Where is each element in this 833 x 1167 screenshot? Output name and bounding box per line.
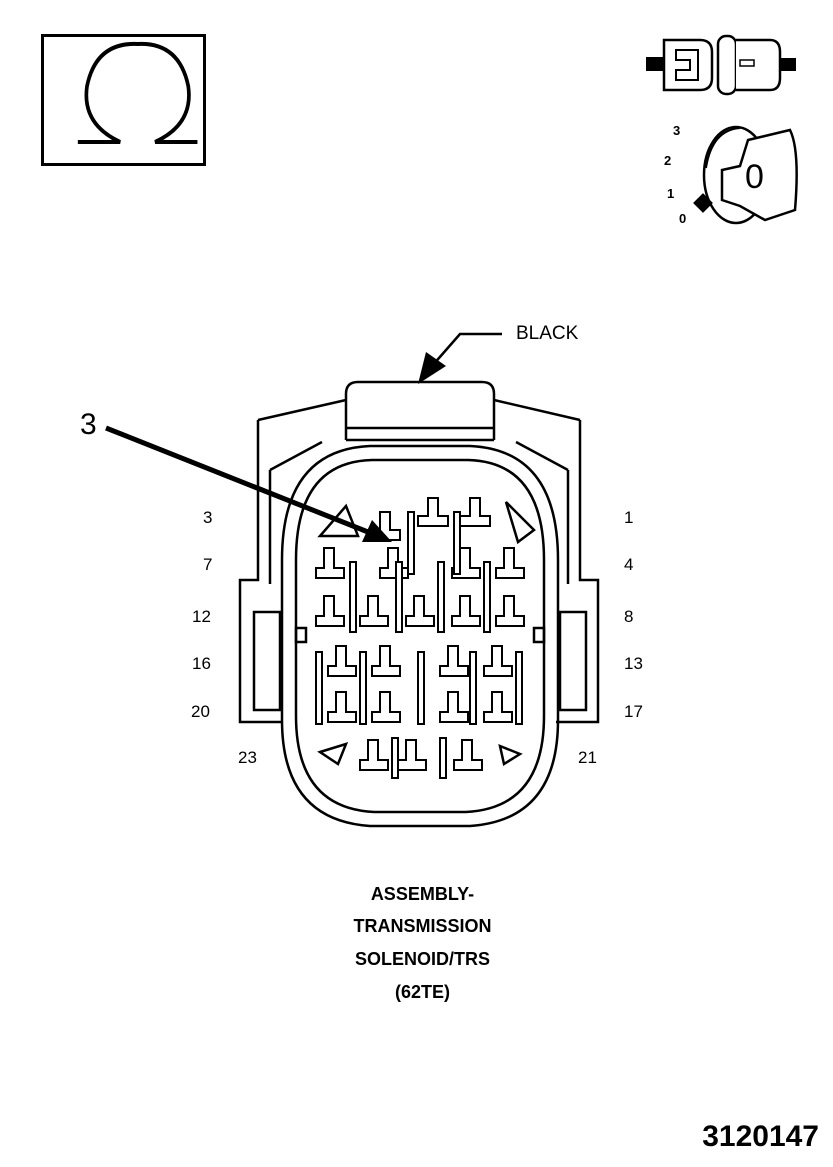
terminal-23	[359, 739, 389, 771]
terminal-6	[379, 547, 409, 579]
title-line-2: TRANSMISSION	[353, 916, 492, 936]
terminal-13	[483, 645, 513, 677]
omega-symbol-icon	[77, 41, 198, 144]
terminal-17	[483, 691, 513, 723]
callout-number: 3	[80, 408, 97, 441]
terminal-14	[439, 645, 469, 677]
pin-number-8: 8	[624, 607, 634, 626]
title-line-4: (62TE)	[394, 982, 450, 1002]
ignition-position-1: 1	[667, 186, 675, 201]
terminal-22	[397, 739, 427, 771]
terminal-12	[315, 595, 345, 627]
ignition-key-label: 0	[745, 158, 764, 196]
disconnected-connector-icon	[646, 34, 796, 96]
wire-color-label: BLACK	[516, 323, 579, 344]
pin-number-13: 13	[624, 654, 643, 673]
pin-number-4: 4	[624, 555, 634, 574]
wire-color-leader	[418, 332, 502, 384]
cavity-ribs	[315, 511, 523, 779]
terminal-21	[453, 739, 483, 771]
pin-number-17: 17	[624, 702, 643, 721]
terminal-2	[417, 497, 449, 527]
terminal-8	[495, 595, 525, 627]
terminal-18	[439, 691, 469, 723]
pin-number-3: 3	[203, 508, 213, 527]
title-line-3: SOLENOID/TRS	[354, 949, 490, 969]
ignition-switch-icon	[693, 125, 798, 225]
terminal-7	[315, 547, 345, 579]
terminal-1	[459, 497, 491, 527]
terminal-11	[359, 595, 389, 627]
terminal-19	[371, 691, 401, 723]
terminal-9	[451, 595, 481, 627]
pin-number-23: 23	[238, 748, 257, 767]
terminal-15	[371, 645, 401, 677]
pin-number-16: 16	[192, 654, 211, 673]
terminal-10	[405, 595, 435, 627]
terminal-cavities	[315, 497, 525, 771]
ignition-position-2: 2	[664, 153, 672, 168]
connector-face	[238, 380, 600, 828]
figure-number: 3120147	[702, 1120, 819, 1153]
ignition-position-0: 0	[679, 211, 687, 226]
title-line-1: ASSEMBLY-	[370, 884, 475, 904]
callout-3-arrow	[105, 425, 392, 542]
terminal-16	[327, 645, 357, 677]
pin-number-1: 1	[624, 508, 634, 527]
ohmmeter-icon	[41, 34, 206, 166]
pin-number-21: 21	[578, 748, 597, 767]
pin-number-7: 7	[203, 555, 213, 574]
pin-number-20: 20	[191, 702, 210, 721]
ignition-position-3: 3	[673, 123, 681, 138]
terminal-4	[495, 547, 525, 579]
terminal-20	[327, 691, 357, 723]
pin-number-12: 12	[192, 607, 211, 626]
